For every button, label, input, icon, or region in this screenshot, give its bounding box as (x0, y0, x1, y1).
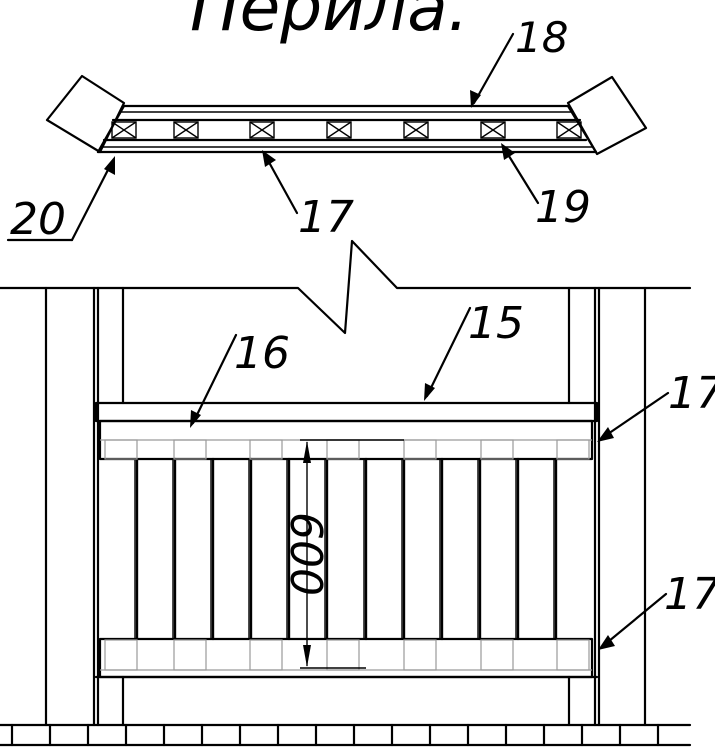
leader-19-arrow (501, 143, 515, 160)
plan-baluster (173, 121, 199, 139)
ghost-box-lower (249, 639, 283, 671)
label-15: 15 (468, 298, 524, 349)
plan-baluster (111, 121, 137, 139)
leader-15-arrow (424, 383, 435, 401)
dimension-arrow-top (303, 441, 311, 463)
label-18: 18 (515, 13, 568, 62)
plan-view (45, 74, 648, 156)
leader-17-plan (263, 153, 299, 215)
handrail-15 (94, 401, 599, 423)
ghost-box-upper (326, 439, 360, 460)
plan-left-edge (96, 104, 126, 154)
plan-left-post (45, 74, 126, 154)
leader-17-upper-arrow (597, 427, 614, 442)
plan-balusters (111, 121, 582, 139)
ground-course (10, 723, 660, 747)
leader-16 (191, 333, 238, 425)
ghost-box-lower (326, 639, 360, 671)
plan-baluster (326, 121, 352, 139)
leader-17-lower (601, 592, 668, 648)
label-17-plan: 17 (298, 192, 354, 243)
plan-right-edge (566, 104, 598, 154)
leader-19 (502, 146, 540, 205)
leader-17-plan-arrow (262, 150, 276, 167)
leader-17-lower-arrow (598, 635, 615, 650)
ghost-box-lower (403, 639, 437, 671)
dimension-value: 600 (280, 512, 331, 596)
label-19: 19 (535, 182, 591, 233)
ghost-box-upper (173, 439, 207, 460)
ghost-box-lower (556, 639, 590, 671)
plan-baluster (249, 121, 275, 139)
ghost-box-upper (480, 439, 514, 460)
balusters (134, 457, 558, 641)
label-20: 20 (10, 194, 66, 245)
ghost-box-upper (249, 439, 283, 460)
elevation-view: 600 (0, 239, 692, 747)
ghost-box-lower (104, 639, 138, 671)
ghost-box-lower (173, 639, 207, 671)
plan-right-post (566, 75, 648, 156)
ghost-box-upper (556, 439, 590, 460)
break-line (0, 239, 692, 335)
plan-callouts: 18 20 17 19 (6, 13, 591, 245)
leader-18-arrow (470, 90, 481, 108)
ghost-box-upper (104, 439, 138, 460)
leader-18 (472, 32, 515, 105)
elevation-callouts: 15 16 17 17 (190, 298, 715, 650)
leader-17-upper (600, 391, 670, 440)
ghost-box-lower (480, 639, 514, 671)
dimension-arrow-bottom (303, 645, 311, 667)
leader-15 (425, 306, 472, 398)
leader-20 (70, 160, 114, 242)
ghost-box-upper (403, 439, 437, 460)
plan-baluster (480, 121, 506, 139)
label-17-lower: 17 (664, 569, 715, 620)
label-17-upper: 17 (668, 368, 715, 419)
drawing-title: Перила. (190, 0, 469, 46)
leader-20-arrow (104, 156, 115, 175)
label-16: 16 (234, 328, 290, 379)
plan-baluster (556, 121, 582, 139)
plan-baluster (403, 121, 429, 139)
leader-16-arrow (190, 410, 201, 428)
